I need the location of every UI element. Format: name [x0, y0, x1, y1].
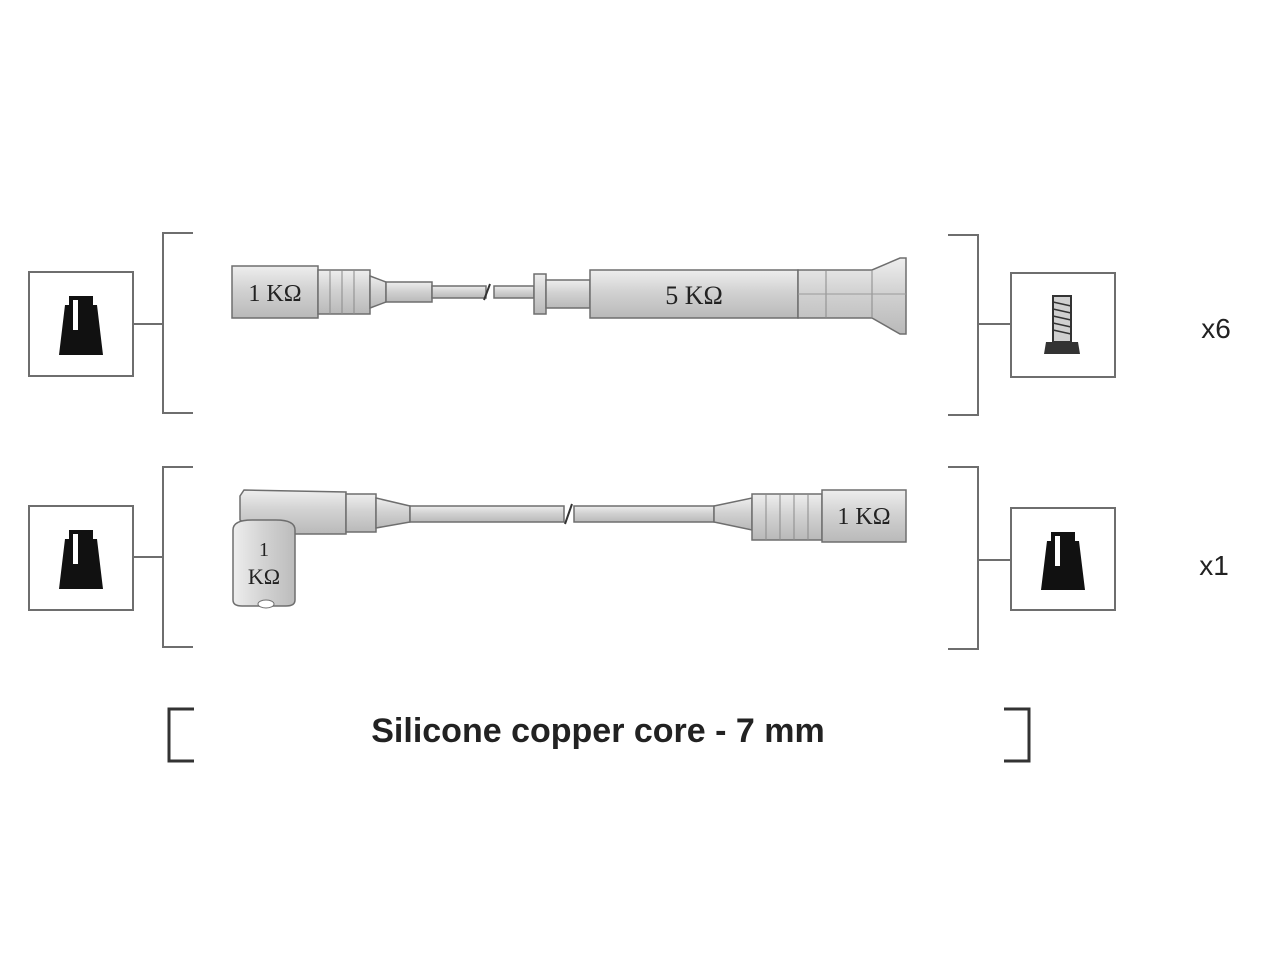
lead-b-right-boot: [821, 489, 907, 543]
lead-a-left-terminal: [28, 271, 134, 377]
lead-b-angled-resistor: [232, 519, 296, 607]
lead-b-left-bracket: [162, 466, 193, 648]
footer-right-bracket: [1004, 707, 1031, 763]
lead-b: 1 KΩ 1 KΩ x1: [28, 466, 1229, 650]
lead-a-cable: 1 KΩ 5 KΩ: [231, 257, 907, 335]
lead-a-left-bracket: [162, 232, 193, 414]
lead-b-break-mark: [564, 503, 573, 525]
footer: Silicone copper core - 7 mm: [167, 707, 1031, 763]
lead-b-angled-resistor-unit: KΩ: [248, 564, 280, 589]
lead-b-angled-resistor-value: 1: [259, 539, 269, 561]
footer-caption: Silicone copper core - 7 mm: [371, 712, 824, 750]
lead-b-left-terminal: [28, 505, 134, 611]
lead-a-left-resistor-label: 1 KΩ: [248, 281, 301, 307]
lead-b-quantity: x1: [1199, 550, 1229, 581]
spark-plug-cap-icon: [1041, 532, 1085, 590]
lead-a-main-resistor: [589, 269, 799, 319]
lead-a-main-resistor-label: 5 KΩ: [665, 281, 723, 310]
lead-b-cable: 1 KΩ 1 KΩ: [232, 489, 907, 609]
footer-left-bracket: [167, 707, 194, 763]
lead-a-break-mark: [483, 283, 491, 301]
lead-b-right-bracket: [948, 466, 979, 650]
lead-b-right-resistor-label: 1 KΩ: [837, 504, 890, 530]
lead-a-quantity: x6: [1201, 313, 1231, 344]
lead-b-right-terminal: [1010, 507, 1116, 611]
screw-terminal-icon: [1044, 295, 1080, 354]
spark-plug-cap-icon: [59, 530, 103, 589]
lead-a-plug-end: [797, 257, 907, 335]
lead-a-right-bracket: [948, 234, 979, 416]
lead-a-left-boot: [231, 265, 319, 319]
lead-a: 1 KΩ 5 KΩ x6: [28, 232, 1231, 416]
spark-plug-cap-icon: [59, 296, 103, 355]
lead-a-right-terminal: [1010, 272, 1116, 378]
